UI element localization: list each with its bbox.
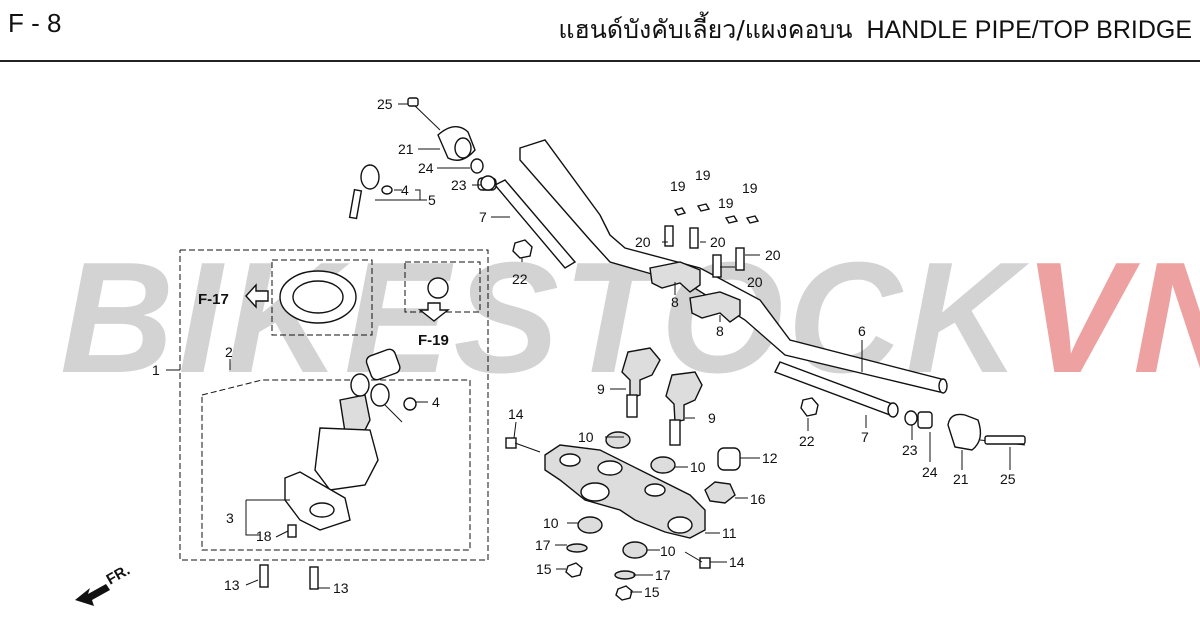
callout-10b: 10: [690, 459, 706, 475]
callout-15b: 15: [644, 584, 660, 600]
callout-11: 11: [722, 525, 737, 541]
ring-4: [403, 397, 417, 411]
nut-15b: [615, 585, 633, 601]
callout-7b: 7: [861, 429, 869, 445]
collar-12: [717, 447, 741, 471]
top-bridge: [544, 444, 706, 539]
watermark: BIKESTOCKVN: [60, 228, 1200, 409]
callout-7a: 7: [479, 209, 487, 225]
callout-21b: 21: [953, 471, 969, 487]
keys-assembly: [350, 373, 403, 423]
right-bar-end-weight: [904, 410, 1026, 451]
bolt-13b: [309, 566, 319, 590]
rubber-10c: [577, 516, 603, 534]
callout-9b: 9: [708, 410, 716, 426]
callout-22a: 22: [512, 271, 528, 287]
callout-15a: 15: [536, 561, 552, 577]
spare-key: [348, 164, 393, 220]
callout-22b: 22: [799, 433, 815, 449]
callout-10c: 10: [543, 515, 559, 531]
rubber-10b: [650, 456, 676, 474]
fuel-cap-inner: [292, 280, 344, 314]
left-bar-end-weight: [407, 97, 496, 191]
callout-2: 2: [225, 344, 233, 360]
nut-16: [704, 481, 736, 504]
callout-16: 16: [750, 491, 766, 507]
lower-holders: [621, 347, 703, 446]
right-pipe-7: [774, 361, 899, 418]
callout-3: 3: [226, 510, 234, 526]
callout-10a: 10: [578, 429, 594, 445]
title-thai: แฮนด์บังคับเลี้ยว/แผงคอบน: [558, 15, 853, 44]
rubber-10d: [622, 541, 648, 559]
callout-8b: 8: [716, 323, 724, 339]
title-english: HANDLE PIPE/TOP BRIDGE: [866, 16, 1192, 44]
callout-18: 18: [256, 528, 272, 544]
page-header: F - 8 แฮนด์บังคับเลี้ยว/แผงคอบน HANDLE PI…: [0, 0, 1200, 62]
callout-1: 1: [152, 362, 160, 378]
washer-17b: [614, 570, 636, 580]
callout-20c: 20: [765, 247, 781, 263]
callout-13a: 13: [224, 577, 240, 593]
bolt-14b: [684, 551, 711, 569]
seat-lock: [427, 277, 449, 299]
callout-4b: 4: [432, 394, 440, 410]
callout-12: 12: [762, 450, 778, 466]
callout-14b: 14: [729, 554, 745, 570]
f17-arrow: [245, 283, 269, 309]
callout-4a: 4: [401, 182, 409, 198]
page-title: แฮนด์บังคับเลี้ยว/แผงคอบน HANDLE PIPE/TOP…: [558, 10, 1192, 50]
callout-23a: 23: [451, 177, 467, 193]
bolt-14a: [505, 437, 541, 453]
callout-17a: 17: [535, 537, 551, 553]
ref-f19: F-19: [418, 332, 449, 349]
assembly-box-2: [201, 379, 471, 551]
callout-19c: 19: [718, 195, 734, 211]
callout-24b: 24: [922, 464, 938, 480]
callout-10d: 10: [660, 543, 676, 559]
nut-15a: [565, 562, 583, 578]
callout-14a: 14: [508, 406, 524, 422]
fr-arrow: [75, 584, 110, 606]
watermark-main: BIKESTOCK: [60, 230, 1024, 406]
callout-20a: 20: [635, 234, 651, 250]
ignition-switch: [284, 348, 401, 531]
nut-22-left: [512, 239, 533, 259]
callout-20b: 20: [710, 234, 726, 250]
watermark-accent: VN: [1023, 230, 1200, 406]
assembly-box-1: [179, 249, 489, 561]
callout-25a: 25: [377, 96, 393, 112]
ref-f17: F-17: [198, 291, 229, 308]
leader-lines: [166, 103, 1011, 593]
f19-arrow: [417, 302, 451, 322]
callout-8a: 8: [671, 294, 679, 310]
nut-22-right: [800, 397, 819, 417]
upper-holder-clamps: [649, 203, 760, 323]
callout-19d: 19: [742, 180, 758, 196]
callout-25b: 25: [1000, 471, 1016, 487]
rubber-10a: [605, 431, 631, 449]
washer-17a: [566, 543, 588, 553]
callout-13b: 13: [333, 580, 349, 596]
callout-20d: 20: [747, 274, 763, 290]
callout-19b: 19: [695, 167, 711, 183]
callout-19a: 19: [670, 178, 686, 194]
callout-23b: 23: [902, 442, 918, 458]
callout-9a: 9: [597, 381, 605, 397]
callout-6: 6: [858, 323, 866, 339]
callout-5: 5: [428, 192, 436, 208]
ref-fr: FR.: [104, 562, 133, 589]
page-code: F - 8: [8, 8, 62, 38]
handle-pipe: [519, 139, 948, 394]
callout-24a: 24: [418, 160, 434, 176]
bolt-18: [287, 524, 297, 538]
callout-17b: 17: [655, 567, 671, 583]
fuel-cap-box: [271, 259, 373, 336]
callout-21a: 21: [398, 141, 414, 157]
bolt-13a: [259, 564, 269, 588]
